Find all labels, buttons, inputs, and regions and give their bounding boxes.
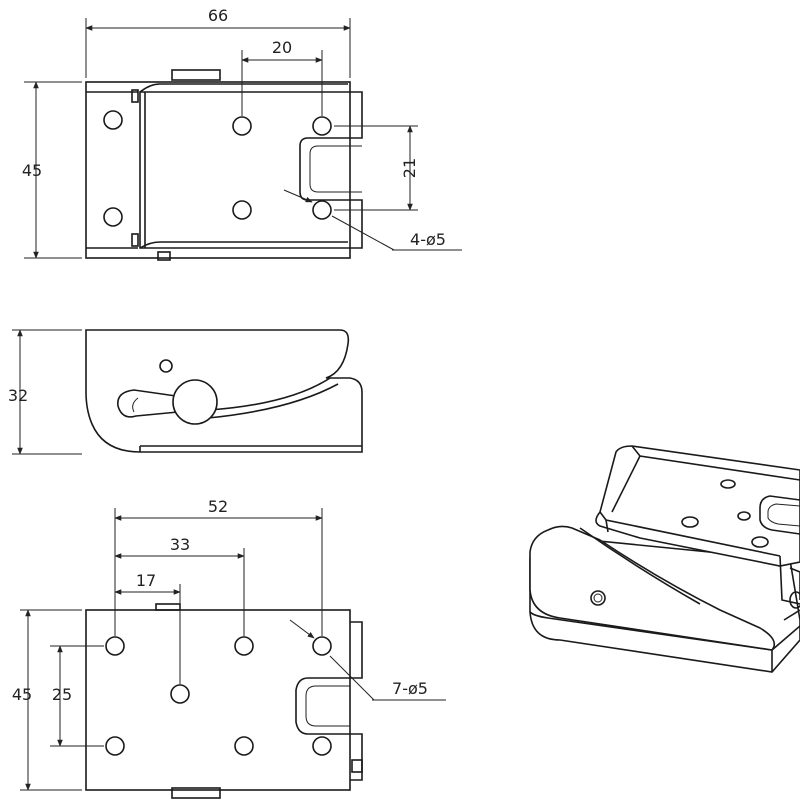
side-view: 32	[8, 329, 363, 455]
bottom-view-hole	[312, 636, 332, 656]
bottom-view-hole	[234, 736, 254, 756]
bottom-view: 52 33 17 45 25 7-ø5	[12, 497, 446, 799]
callout-4-holes: 4-ø5	[410, 230, 446, 249]
bottom-view-hole	[105, 736, 125, 756]
top-view-hole	[103, 207, 123, 227]
side-view-profile	[85, 329, 363, 453]
dim-66-label: 66	[208, 6, 228, 25]
dim-25-label: 25	[52, 685, 72, 704]
dim-45-label: 45	[22, 161, 42, 180]
bottom-view-hole	[312, 736, 332, 756]
dim-33-label: 33	[170, 535, 190, 554]
callout-7-holes: 7-ø5	[392, 679, 428, 698]
top-view: 66 20 45 21 4-ø5	[22, 6, 462, 261]
dim-32-label: 32	[8, 386, 28, 405]
top-view-hole	[232, 116, 252, 136]
top-view-base-plate	[85, 81, 351, 259]
dim-52-label: 52	[208, 497, 228, 516]
dim-45-bottom-label: 45	[12, 685, 32, 704]
top-view-hole	[103, 110, 123, 130]
isometric-view	[529, 445, 800, 673]
bottom-view-hole	[234, 636, 254, 656]
dim-17-label: 17	[136, 571, 156, 590]
bottom-view-hole	[170, 684, 190, 704]
side-view-slot	[117, 389, 179, 418]
top-view-hole	[232, 200, 252, 220]
top-view-hole	[312, 200, 332, 220]
dim-20-label: 20	[272, 38, 292, 57]
iso-side-profile	[529, 525, 776, 651]
top-view-inner-plate	[139, 91, 363, 249]
top-view-hole	[312, 116, 332, 136]
bottom-view-plate	[85, 609, 351, 791]
top-view-hinge-tab	[171, 69, 221, 81]
dim-21-label: 21	[400, 158, 419, 178]
bottom-view-hole	[105, 636, 125, 656]
side-view-pin	[172, 379, 218, 425]
